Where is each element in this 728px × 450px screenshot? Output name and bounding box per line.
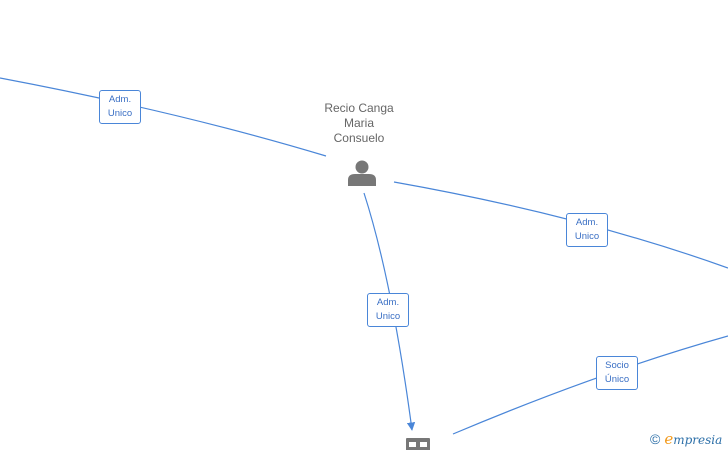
building-icon[interactable] [406, 438, 430, 450]
edge-e1-line [0, 77, 327, 157]
edge-e2-line [393, 181, 728, 269]
copyright-symbol: © [650, 431, 661, 447]
brand-name: mpresia [673, 433, 723, 447]
edge-label-line: Unico [574, 231, 600, 242]
edge-label-e3[interactable]: Adm. Unico [367, 293, 409, 327]
node-label-person: Recio Canga Maria Consuelo [304, 101, 414, 146]
person-icon[interactable] [348, 160, 376, 187]
edge-label-line: Unico [375, 311, 401, 322]
node-label-line: Recio Canga [324, 101, 394, 115]
edge-label-line: Unico [107, 108, 133, 119]
edge-label-line: Adm. [376, 297, 400, 308]
node-label-line: Maria [343, 116, 374, 130]
edge-label-line: Adm. [575, 217, 599, 228]
edge-label-line: Único [604, 374, 630, 385]
edge-label-line: Adm. [108, 94, 132, 105]
edge-label-e2[interactable]: Adm. Unico [566, 213, 608, 247]
edge-e4-line [452, 335, 728, 435]
edge-label-e4[interactable]: Socio Único [596, 356, 638, 390]
brand-logo: ©empresia [650, 430, 722, 448]
brand-initial: e [664, 430, 674, 448]
edge-label-line: Socio [605, 360, 629, 371]
node-label-line: Consuelo [333, 131, 385, 145]
edge-label-e1[interactable]: Adm. Unico [99, 90, 141, 124]
